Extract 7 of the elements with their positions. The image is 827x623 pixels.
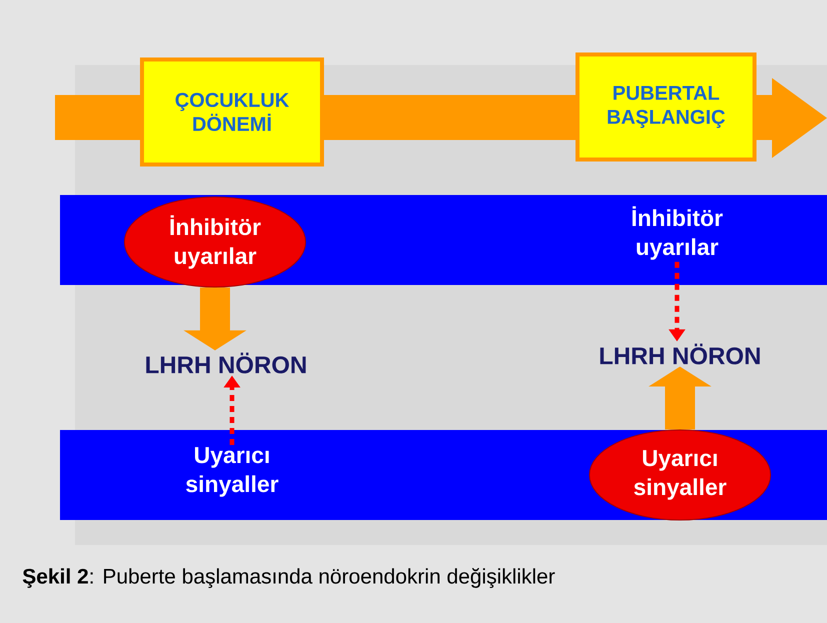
neuron-label: LHRH NÖRON xyxy=(600,344,760,364)
stage-box: PUBERTAL BAŞLANGIÇ xyxy=(576,52,756,162)
signal-text: Uyarıcı sinyaller xyxy=(186,447,278,497)
signal-text: İnhibitör uyarılar xyxy=(632,206,723,260)
neuron-label: LHRH NÖRON xyxy=(146,352,306,374)
caption: Şekil 2: Puberte başlamasında nöroendokrin değişiklikler xyxy=(22,568,555,588)
stage-box: ÇOCUKLUK DÖNEMİ xyxy=(140,58,324,166)
